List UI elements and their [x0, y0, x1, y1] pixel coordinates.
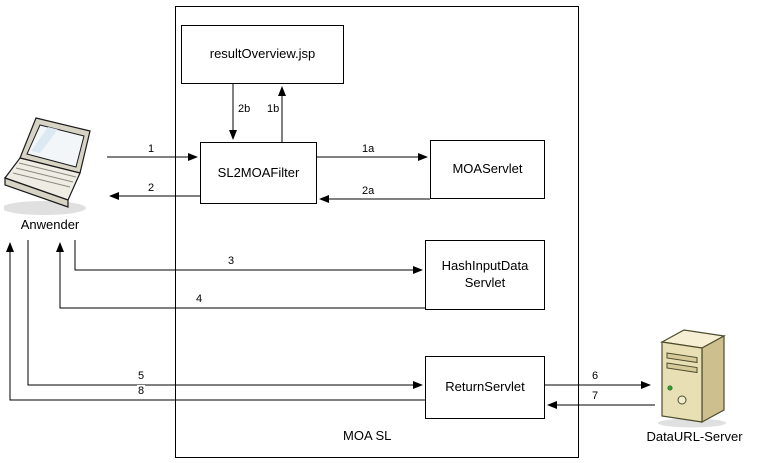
server-drive-bay [666, 362, 698, 374]
node-returnservlet: ReturnServlet [425, 356, 545, 419]
edge-label-5: 5 [137, 370, 146, 383]
laptop-icon [4, 117, 91, 215]
edge-label-6: 6 [591, 370, 600, 383]
server-drive-bay [666, 352, 698, 364]
server-power-button [677, 395, 687, 405]
laptop-key-row [12, 172, 71, 188]
edge-label-4: 4 [195, 293, 204, 306]
node-returnservlet-label: ReturnServlet [445, 379, 525, 395]
node-hashinputdataservlet-label: HashInputData Servlet [441, 258, 529, 290]
anwender-label: Anwender [20, 217, 80, 232]
edge-label-1: 1 [147, 143, 156, 156]
laptop-base [4, 177, 69, 208]
server-icon [658, 329, 726, 428]
laptop-screen-glare [31, 127, 58, 153]
node-sl2moafilter: SL2MOAFilter [200, 142, 317, 204]
edge-label-8: 8 [137, 385, 146, 398]
node-sl2moafilter-label: SL2MOAFilter [217, 164, 300, 180]
dataurl-server-label: DataURL-Server [646, 429, 743, 444]
moa-sl-container [175, 6, 579, 458]
node-hashinputdataservlet: HashInputData Servlet [425, 240, 545, 310]
edge-label-2a: 2a [361, 185, 376, 198]
server-led [667, 385, 673, 391]
laptop-key-row [18, 162, 77, 178]
laptop-key-row [15, 167, 74, 183]
edge-label-2b: 2b [237, 103, 252, 116]
moa-sl-label: MOA SL [343, 428, 392, 443]
laptop-shadow [4, 201, 86, 215]
edge-label-1a: 1a [361, 143, 376, 156]
edge-label-3: 3 [227, 255, 236, 268]
laptop-screen [26, 124, 85, 168]
edge-label-2: 2 [147, 182, 156, 195]
node-resultoverview-label: resultOverview.jsp [209, 46, 316, 62]
server-shadow [658, 418, 726, 428]
node-moaservlet-label: MOAServlet [452, 161, 523, 177]
node-moaservlet: MOAServlet [430, 140, 545, 199]
server-side-face [701, 334, 725, 424]
edge-label-7: 7 [591, 390, 600, 403]
node-resultoverview: resultOverview.jsp [181, 25, 344, 84]
edge-label-1b: 1b [266, 103, 281, 116]
